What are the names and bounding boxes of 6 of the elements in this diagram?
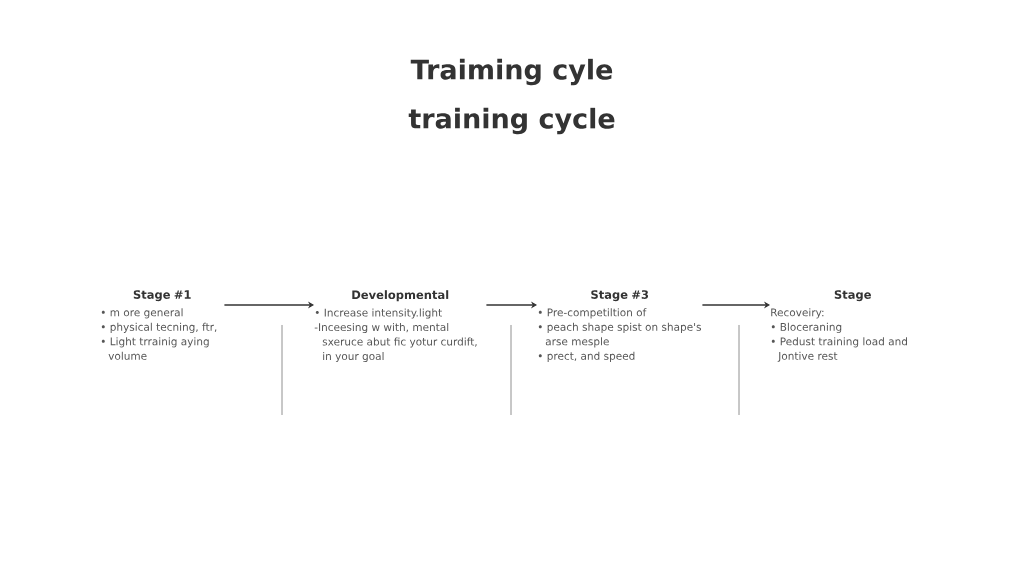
- title: training cycle: [408, 107, 615, 135]
- title: Traiming cyle: [410, 58, 613, 86]
- stage-text: Developmental • Increase intensity.light -Inceesing w with, mental sxeruce abut fic yotur curdift, in your goal: [314, 290, 477, 363]
- stage-text: Stage Recoveiry: • Bloceraning • Pedust training load and Jontive rest: [771, 290, 907, 362]
- stage-text: Stage #3 • Pre-competiltion of • peach shape spist on shape's arse mesple • prect, and speed: [538, 290, 701, 362]
- stage-text: Stage #1 • m ore general • physical tecning, ftr, • Light trrainig aying volume: [101, 290, 217, 360]
